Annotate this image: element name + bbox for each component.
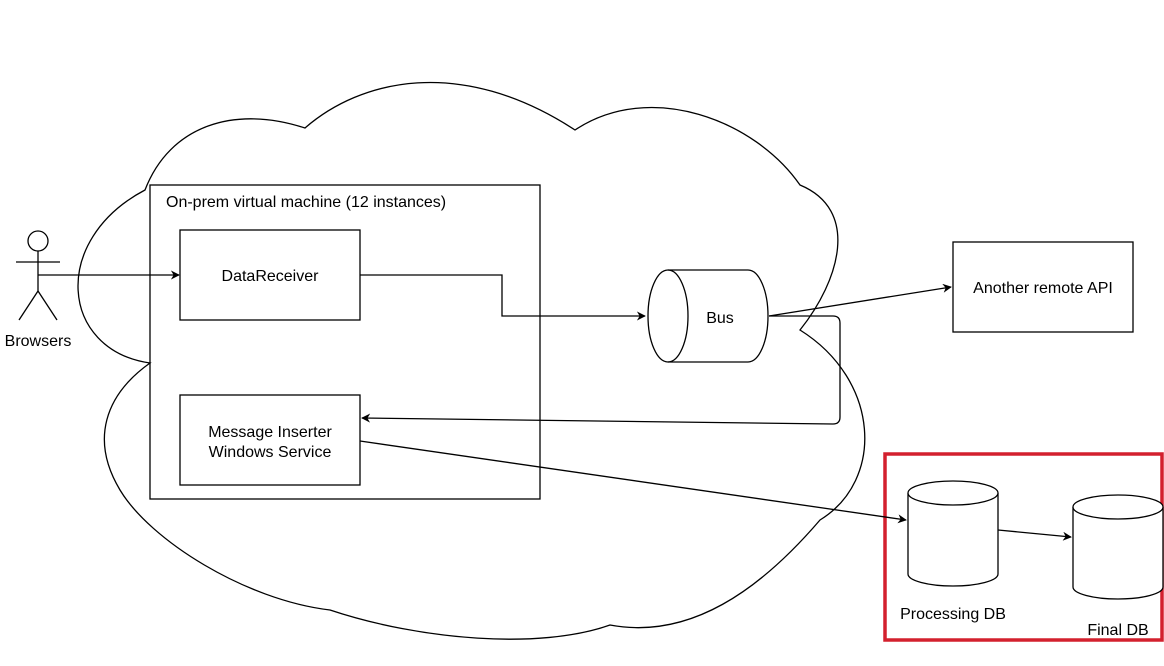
final-db-label: Final DB [1087, 622, 1148, 639]
vm-label: On-prem virtual machine (12 instances) [166, 194, 446, 211]
remote-api-label: Another remote API [973, 280, 1113, 297]
processing-db-label: Processing DB [900, 606, 1006, 623]
arrow-processing-to-final-db [997, 529, 1072, 541]
data-receiver-box [179, 229, 361, 321]
data-receiver-label: DataReceiver [222, 268, 320, 285]
message-inserter-box [179, 394, 361, 486]
bus-cylinder-icon [647, 269, 769, 363]
browsers-label: Browsers [5, 333, 72, 350]
message-inserter-label-line2: Windows Service [209, 444, 332, 461]
arrow-bus-to-remote-api [768, 283, 952, 317]
vm-container [149, 184, 541, 500]
arrow-receiver-to-bus [360, 274, 646, 321]
processing-db-icon [907, 480, 999, 587]
bus-label: Bus [706, 310, 734, 327]
arrow-inserter-to-processing-db [359, 440, 907, 524]
message-inserter-label-line1: Message Inserter [208, 424, 332, 441]
cloud-shape [77, 81, 866, 640]
final-db-icon [1072, 494, 1164, 600]
arrow-bus-to-message-inserter [361, 315, 841, 425]
remote-api-box [952, 241, 1134, 333]
browsers-actor-icon [16, 230, 60, 321]
